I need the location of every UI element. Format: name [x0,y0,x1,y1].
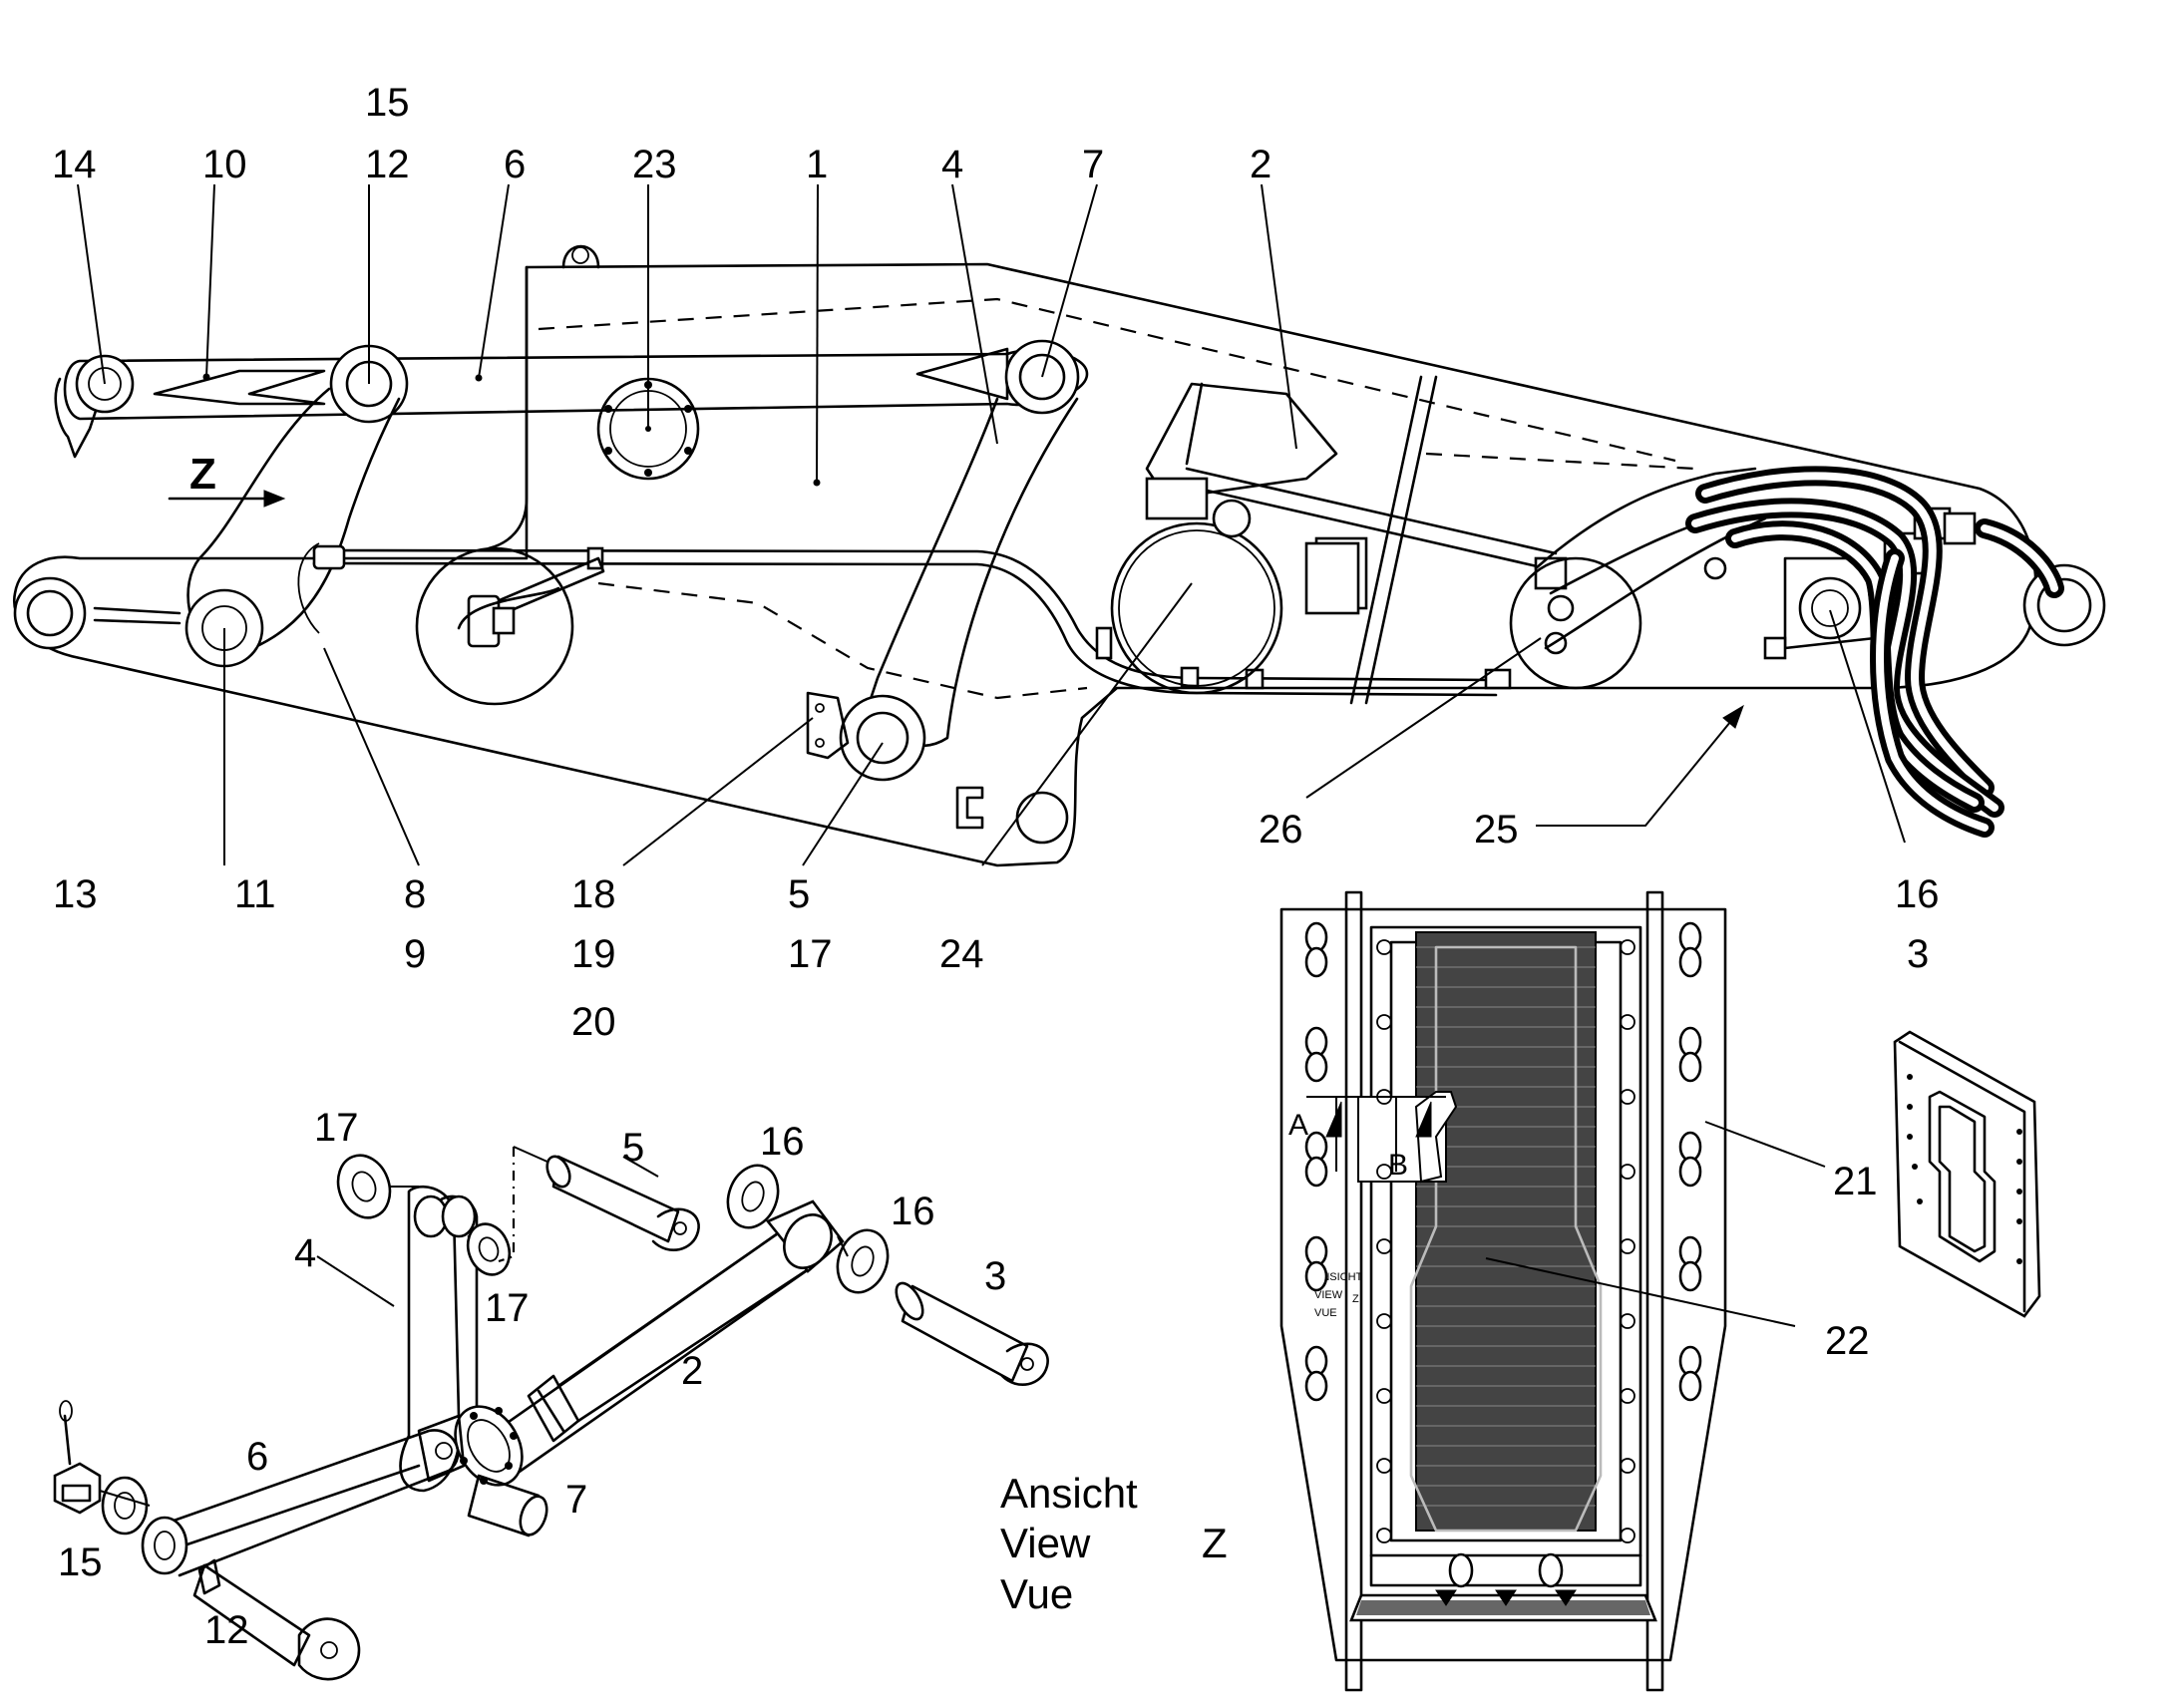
label-7-a: 7 [565,1478,587,1522]
label-17: 17 [788,932,833,976]
label-14: 14 [52,143,97,186]
label-22: 22 [1825,1319,1870,1363]
label-24: 24 [939,932,984,976]
label-2-a: 2 [681,1349,703,1393]
label-11: 11 [234,872,276,916]
label-25: 25 [1474,808,1519,852]
label-8: 8 [404,872,426,916]
leader-lines [77,183,1906,866]
section-a-label: A [1288,1109,1308,1142]
label-26: 26 [1259,808,1303,852]
view-z: A B ANSICHT VIEW VUE Z [1279,890,1878,1692]
label-12: 12 [365,143,410,186]
exploded-labels: 17 5 16 16 4 17 3 2 6 7 15 12 [58,1106,1006,1652]
arrow-z-label: Z [189,450,216,499]
label-4-a: 4 [294,1231,316,1275]
view-inner-z: Z [1352,1293,1359,1305]
label-17-a: 17 [314,1106,359,1150]
exploded-view [53,1146,1049,1681]
label-3: 3 [1907,932,1929,976]
label-12-a: 12 [204,1608,249,1652]
caption-view: View [1000,1520,1091,1566]
label-15-top: 15 [365,81,410,125]
label-7: 7 [1082,143,1104,186]
label-3-a: 3 [984,1254,1006,1298]
label-16-a: 16 [760,1120,805,1164]
label-2: 2 [1250,143,1272,186]
side-view: Z [12,244,2106,867]
label-18: 18 [571,872,616,916]
label-17-b: 17 [485,1286,530,1330]
label-9: 9 [404,932,426,976]
label-19: 19 [571,932,616,976]
caption-ansicht: Ansicht [1000,1470,1138,1517]
section-b-label: B [1388,1149,1408,1182]
view-inner-view: VIEW [1314,1289,1343,1301]
label-6-a: 6 [246,1435,268,1479]
label-13: 13 [53,872,98,916]
label-16: 16 [1895,872,1940,916]
label-5-a: 5 [622,1126,644,1170]
label-16-b: 16 [891,1190,935,1233]
view-inner-vue: VUE [1314,1307,1337,1319]
label-4: 4 [941,143,963,186]
label-10: 10 [202,143,247,186]
label-21: 21 [1833,1160,1878,1203]
label-6: 6 [504,143,526,186]
label-20: 20 [571,1000,616,1044]
bottom-labels: 13 11 8 18 5 24 26 25 16 9 19 17 3 20 [53,808,1940,1044]
label-5: 5 [788,872,810,916]
view-caption: Ansicht View Vue Z [1000,1470,1228,1617]
label-15-a: 15 [58,1540,103,1584]
caption-vue: Vue [1000,1570,1073,1617]
caption-z: Z [1202,1520,1228,1566]
label-23: 23 [632,143,677,186]
label-1: 1 [806,143,828,186]
plate-21-iso [1893,1030,2041,1318]
top-labels: 15 14 10 12 6 23 1 4 7 2 [52,81,1272,186]
